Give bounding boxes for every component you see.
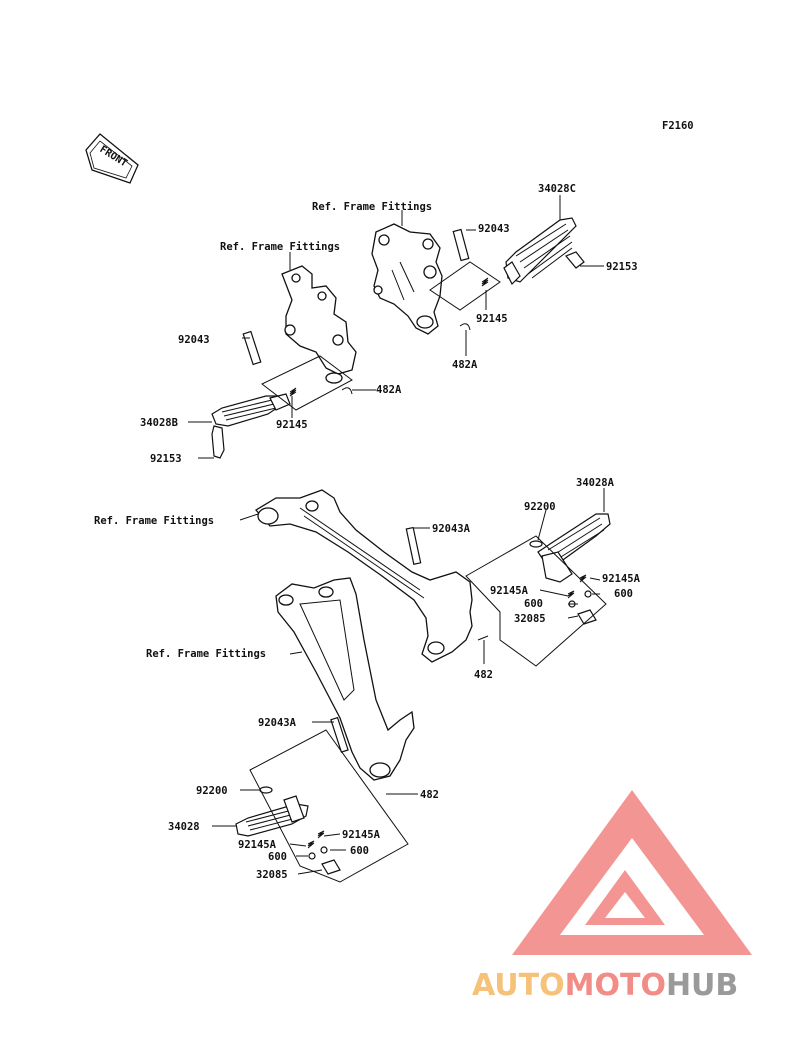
label-600-left-left: 600 [268, 851, 287, 863]
upper-right-pin-92043 [452, 228, 470, 262]
ref-frame-fittings-upper-left: Ref. Frame Fittings [220, 241, 340, 253]
upper-right-bracket [371, 223, 443, 335]
right-springs-92145A [567, 574, 587, 599]
rear-rail-bracket [254, 489, 473, 663]
watermark-auto: AUTO [472, 968, 565, 1003]
upper-left-cotter-482A [341, 387, 353, 395]
rear-triangle-bracket [275, 577, 415, 781]
left-passenger-footpeg [235, 795, 309, 837]
upper-left-assembly-outline [261, 355, 353, 411]
watermark-hub: HUB [666, 968, 738, 1003]
label-92145A-left-left: 92145A [238, 839, 277, 851]
label-34028A: 34028A [576, 477, 615, 489]
label-92145A-right-left: 92145A [490, 585, 529, 597]
label-92145-upper-left: 92145 [276, 419, 308, 431]
right-plunger-32085 [577, 609, 597, 625]
label-600-right-left: 600 [524, 598, 543, 610]
label-32085-left: 32085 [256, 869, 288, 881]
upper-right-spring-92145 [481, 277, 489, 287]
label-92043A-left: 92043A [258, 717, 297, 729]
label-92043-upper-left: 92043 [178, 334, 210, 346]
label-92145A-right-right: 92145A [602, 573, 641, 585]
label-34028B: 34028B [140, 417, 178, 429]
left-springs-92145A [307, 830, 325, 849]
ref-frame-fittings-lower-top: Ref. Frame Fittings [94, 515, 214, 527]
label-92153-upper-right: 92153 [606, 261, 638, 273]
label-600-left-right: 600 [350, 845, 369, 857]
label-482-left: 482 [420, 789, 439, 801]
upper-left-pin-92043 [242, 330, 262, 366]
ref-frame-fittings-lower-bottom: Ref. Frame Fittings [146, 648, 266, 660]
front-arrow-icon: FRONT [85, 133, 139, 184]
label-92043-upper-right: 92043 [478, 223, 510, 235]
watermark-text: AUTOMOTOHUB [472, 968, 738, 1003]
left-pin-92043A [330, 716, 349, 753]
label-92043A-right: 92043A [432, 523, 471, 535]
right-assembly-outline [465, 535, 607, 667]
label-482A-upper-right: 482A [452, 359, 478, 371]
upper-left-footpeg [211, 393, 291, 427]
upper-right-footpeg [503, 217, 577, 286]
label-482A-upper-left: 482A [376, 384, 402, 396]
left-plunger-32085 [321, 859, 341, 875]
figure-code: F2160 [662, 120, 694, 132]
label-32085-right: 32085 [514, 613, 546, 625]
label-34028: 34028 [168, 821, 200, 833]
ref-frame-fittings-upper-right: Ref. Frame Fittings [312, 201, 432, 213]
right-balls-600 [568, 590, 592, 608]
watermark-logo [512, 790, 752, 955]
watermark-moto: MOTO [565, 968, 666, 1003]
right-cotter-482 [477, 635, 489, 641]
right-washer-92200 [529, 540, 543, 548]
right-pin-92043A [405, 526, 422, 565]
right-passenger-footpeg [537, 513, 611, 583]
label-34028C: 34028C [538, 183, 576, 195]
label-92153-upper-left: 92153 [150, 453, 182, 465]
upper-right-assembly-outline [429, 261, 501, 311]
upper-left-bracket [281, 265, 357, 384]
label-92145-upper-right: 92145 [476, 313, 508, 325]
upper-left-bolt-92153 [211, 425, 225, 459]
left-balls-600 [308, 846, 328, 860]
upper-right-cotter-482A [459, 323, 471, 331]
label-600-right-right: 600 [614, 588, 633, 600]
label-482-right: 482 [474, 669, 493, 681]
label-92145A-left-right: 92145A [342, 829, 381, 841]
label-92200-right: 92200 [524, 501, 556, 513]
upper-left-spring-92145 [289, 387, 297, 397]
upper-right-bolt-92153 [565, 251, 585, 269]
left-assembly-outline [249, 729, 409, 883]
label-92200-left: 92200 [196, 785, 228, 797]
